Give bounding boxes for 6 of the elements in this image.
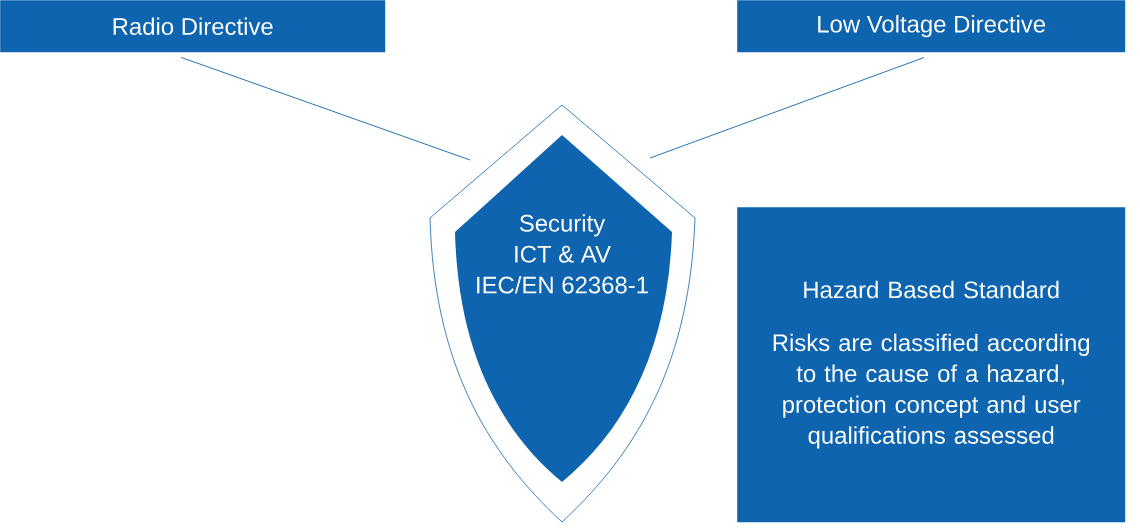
heading-box: Radio Directive — [0, 0, 386, 53]
text-box: Hazard Based Standard Risks are classified according to the cause of a hazard, protection concept and user qualifications assessed — [737, 207, 1126, 523]
connector-line — [649, 57, 925, 159]
heading-box: Low Voltage Directive — [737, 0, 1126, 53]
connector-line — [180, 56, 471, 161]
shield: Security ICT & AV IEC/EN 62368-1 — [429, 104, 696, 523]
